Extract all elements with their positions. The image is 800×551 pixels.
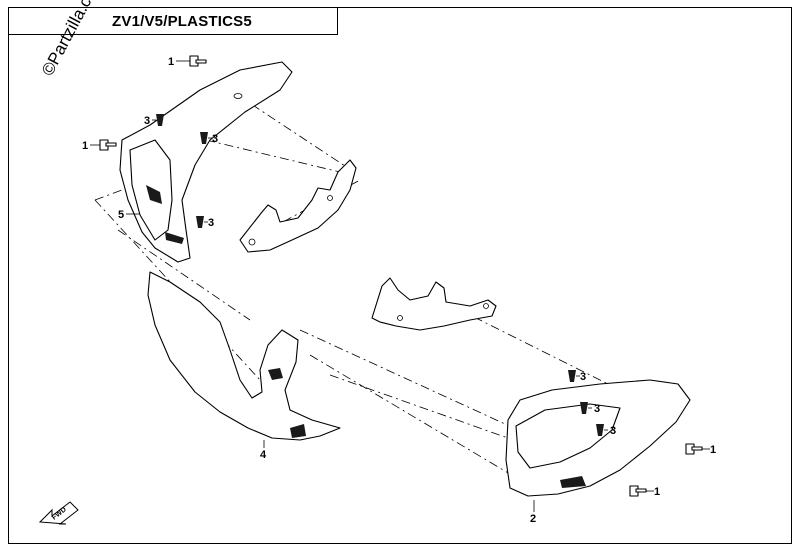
clip-3-a[interactable]: [156, 114, 164, 126]
diagram-frame: [8, 7, 792, 544]
callout-3-right-b: 3: [594, 403, 600, 415]
callout-2: 2: [530, 513, 536, 525]
callout-3-upper-left: 3: [144, 115, 150, 127]
callout-1-left: 1: [82, 140, 88, 152]
fwd-arrow-icon: FWD: [38, 501, 79, 525]
lower-mounting-bracket[interactable]: [371, 277, 497, 331]
callout-3-upper-right: 3: [212, 133, 218, 145]
diagram-title: ZV1/V5/PLASTICS5: [112, 13, 252, 30]
title-box: [8, 7, 338, 35]
bolt-1-left[interactable]: [99, 139, 117, 151]
clip-3-b[interactable]: [200, 132, 208, 144]
leader-lines: [90, 60, 710, 512]
clip-3-d[interactable]: [568, 370, 576, 382]
callout-3-middle: 3: [208, 217, 214, 229]
clip-3-c[interactable]: [196, 216, 204, 228]
bolt-1-right[interactable]: [685, 443, 703, 455]
callout-4: 4: [260, 449, 267, 461]
bolt-1-bottom[interactable]: [629, 485, 647, 497]
clip-3-e[interactable]: [580, 402, 588, 414]
bolt-1-top[interactable]: [189, 55, 207, 67]
clip-3-f[interactable]: [596, 424, 604, 436]
part-4-lower-cover[interactable]: [147, 271, 341, 441]
callout-5: 5: [118, 209, 124, 221]
part-5-upper-cover[interactable]: [119, 61, 293, 263]
callout-3-right-a: 3: [580, 371, 586, 383]
callout-1-top: 1: [168, 56, 174, 68]
part-2-side-cover[interactable]: [505, 379, 691, 497]
callout-3-right-c: 3: [610, 425, 616, 437]
callout-1-right: 1: [710, 444, 716, 456]
upper-mounting-bracket[interactable]: [239, 159, 357, 253]
callout-1-bottom: 1: [654, 486, 660, 498]
